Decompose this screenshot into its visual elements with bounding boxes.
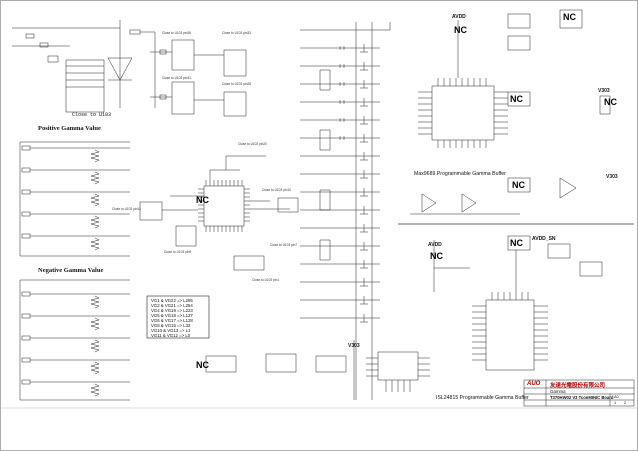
rail-label: AVDD <box>428 242 442 248</box>
voltage-map-row: VG2 & VG21 => L254 <box>151 303 193 308</box>
voltage-map-row: VG5 & VG18 => L127 <box>151 313 193 318</box>
nc-mark: NC <box>196 360 209 370</box>
isl24815-title: ISL24815 Programmable Gamma Buffer <box>436 395 529 401</box>
positive-gamma-ladder <box>19 141 130 257</box>
note-close-pin33: Close to U103 pin33 <box>222 31 251 35</box>
voltage-map-row: VG8 & VG15 => L32 <box>151 323 191 328</box>
title-block-of: 2 <box>624 401 627 405</box>
title-block <box>523 379 635 407</box>
note-close-u103: Close to U103 <box>72 112 112 118</box>
max9689-title: Max9689 Programmable Gamma Buffer <box>414 171 506 177</box>
voltage-map-row: VG1 & VG22 => L255 <box>151 298 193 303</box>
middle-filter-column <box>300 22 391 400</box>
nc-mark: NC <box>510 238 523 248</box>
nc-mark: NC <box>510 94 523 104</box>
max9689-ic <box>410 9 611 215</box>
center-qfp-ic <box>139 155 299 271</box>
nc-mark: NC <box>604 97 617 107</box>
rail-label: AVDD_SN <box>532 236 556 242</box>
voltage-map-row: VG11 & VG12 => L0 <box>151 333 191 338</box>
nc-mark: NC <box>563 12 576 22</box>
note-close-pin9: Close to U103 pin9 <box>164 250 192 254</box>
title-block-revision: A0 <box>614 395 619 399</box>
title-block-logo: AUO <box>527 381 541 387</box>
nc-mark: NC <box>454 25 467 35</box>
close-to-blocks <box>150 39 247 117</box>
nc-mark: NC <box>196 195 209 205</box>
rail-label: AVDD <box>452 14 466 20</box>
note-close-pin36: Close to U103 pin36 <box>162 31 191 35</box>
note-close-pin28: Close to U103 pin28 <box>222 82 251 86</box>
voltage-map-row: VG4 & VG19 => L223 <box>151 308 193 313</box>
title-block-doc-title: Gamma <box>550 389 566 394</box>
note-close-pin20: Close to U103 pin20 <box>238 142 267 146</box>
positive-gamma-title: Positive Gamma Value <box>38 125 101 132</box>
rail-label: V303 <box>598 88 610 94</box>
note-close-pin7: Close to U103 pin7 <box>270 243 298 247</box>
note-close-pin31: Close to U103 pin31 <box>162 76 191 80</box>
voltage-map-box <box>146 295 210 339</box>
title-block-company: 友達光電股份有限公司 <box>550 383 606 389</box>
nc-mark: NC <box>512 180 525 190</box>
note-close-pin14: Close to U103 pin14 <box>112 207 141 211</box>
voltage-map-row: VG10 & VG13 => L1 <box>151 328 191 333</box>
rail-label: V303 <box>606 174 618 180</box>
regulator-block <box>12 20 156 113</box>
isl24815-ic <box>205 235 603 400</box>
rail-label: V303 <box>348 343 360 349</box>
voltage-map-list: VG1 & VG22 => L255 VG2 & VG21 => L254 VG… <box>151 298 193 338</box>
note-close-pin10: Close to U103 pin10 <box>262 188 291 192</box>
negative-gamma-title: Negative Gamma Value <box>38 267 104 274</box>
voltage-map-row: VG6 & VG17 => L128 <box>151 318 193 323</box>
title-block-board: T370HW02 V3 TconMINIC Board <box>550 395 614 400</box>
note-close-pin1: Close to U103 pin1 <box>252 278 280 282</box>
nc-mark: NC <box>430 251 443 261</box>
title-block-sheet: 1 <box>614 401 617 405</box>
negative-gamma-ladder <box>19 279 130 401</box>
